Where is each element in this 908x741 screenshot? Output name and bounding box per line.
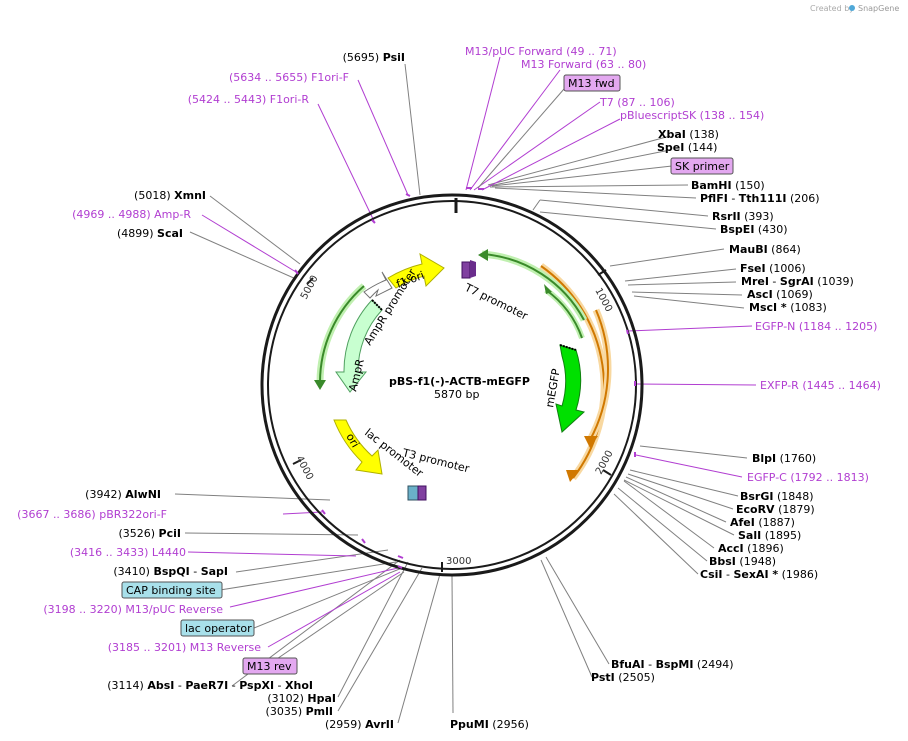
site-label-rsrii: RsrII (393) — [712, 210, 774, 223]
boxed-label-cap: CAP binding site — [121, 581, 223, 599]
t3-promoter-feature — [417, 485, 427, 501]
site-label-pblue: pBluescriptSK (138 .. 154) — [620, 109, 764, 122]
site-label-scai: (4899) ScaI — [117, 227, 183, 240]
site-label-egfpc: EGFP-C (1792 .. 1813) — [747, 471, 869, 484]
backbone-outer — [260, 193, 644, 577]
credit-prefix: Created by — [810, 4, 854, 13]
boxed-label-skprimer: SK primer — [670, 157, 734, 175]
site-label-xmni: (5018) XmnI — [134, 189, 206, 202]
site-label-hpai: (3102) HpaI — [267, 692, 336, 705]
site-label-afei: AfeI (1887) — [730, 516, 795, 529]
ori-label: ori — [343, 431, 361, 450]
ampr-start-mark — [371, 299, 383, 311]
tick-label-4000: 4000 — [293, 454, 315, 482]
site-label-ppumi: PpuMI (2956) — [450, 718, 529, 731]
svg-text:SK primer: SK primer — [675, 160, 730, 173]
site-label-bspei: BspEI (430) — [720, 223, 788, 236]
mEGFP-feature — [555, 344, 586, 433]
mEGFP-label: mEGFP — [543, 367, 563, 408]
site-label-ampr: (4969 .. 4988) Amp-R — [72, 208, 191, 221]
site-label-pmli: (3035) PmlI — [266, 705, 333, 718]
tick-label-3000: 3000 — [446, 556, 471, 567]
green-arc — [481, 253, 585, 321]
site-label-m13fwd2: M13 Forward (63 .. 80) — [521, 58, 646, 71]
ampr-promoter-feature — [363, 271, 393, 299]
site-label-egfpn: EGFP-N (1184 .. 1205) — [755, 320, 877, 333]
site-label-psii: (5695) PsiI — [343, 51, 405, 64]
site-label-bspqi: (3410) BspQI - SapI — [113, 565, 228, 578]
t7-promoter-label: T7 promoter — [462, 281, 530, 323]
green-arc-arrow — [478, 249, 488, 261]
site-label-acci: AccI (1896) — [718, 542, 784, 555]
right-site-labels: M13/pUC Forward (49 .. 71)M13 Forward (6… — [450, 45, 881, 731]
snapgene-logo-icon — [849, 5, 855, 11]
plasmid-name: pBS-f1(-)-ACTB-mEGFP — [389, 375, 530, 388]
site-label-asci: AscI (1069) — [747, 288, 813, 301]
svg-text:CAP binding site: CAP binding site — [126, 584, 216, 597]
primer-leader-lines — [187, 56, 757, 648]
site-label-msci: MscI * (1083) — [749, 301, 827, 314]
credit-brand: SnapGene — [858, 4, 899, 13]
svg-text:M13 fwd: M13 fwd — [568, 77, 615, 90]
left-site-labels: (5695) PsiI (5634 .. 5655) F1ori-F (5424 .… — [17, 51, 405, 731]
site-label-l4440: (3416 .. 3433) L4440 — [70, 546, 186, 559]
box-leader-lines — [219, 88, 673, 666]
site-label-m13pucrev: (3198 .. 3220) M13/pUC Reverse — [43, 603, 223, 616]
site-label-m13rev2: (3185 .. 3201) M13 Reverse — [108, 641, 261, 654]
mEGFP-inner-arc — [589, 309, 609, 441]
mEGFP-outer-arrow — [566, 470, 580, 482]
site-label-avrii: (2959) AvrII — [325, 718, 394, 731]
ampr-arc — [318, 285, 365, 385]
site-label-csii: CsiI - SexAI * (1986) — [700, 568, 818, 581]
boxed-label-m13rev: M13 rev — [242, 657, 298, 675]
mEGFP-outer-arc — [540, 265, 606, 479]
f1-ori-feature — [387, 253, 445, 289]
lac-promoter-feature — [407, 485, 419, 501]
boxed-label-lacop: lac operator — [180, 619, 255, 637]
site-label-pbr: (3667 .. 3686) pBR322ori-F — [17, 508, 167, 521]
site-label-mrei: MreI - SgrAI (1039) — [741, 275, 854, 288]
svg-text:M13 rev: M13 rev — [247, 660, 292, 673]
ampr-arc-arrow — [314, 380, 326, 390]
site-label-pcii: (3526) PciI — [118, 527, 181, 540]
primer-site-marks — [294, 187, 636, 569]
site-label-bsrgi: BsrGI (1848) — [740, 490, 814, 503]
green-small-arc — [545, 289, 583, 339]
green-small-arrow — [544, 284, 552, 294]
ampr-feature — [335, 299, 383, 393]
leader-lines — [174, 63, 748, 724]
site-label-m13pucfwd: M13/pUC Forward (49 .. 71) — [465, 45, 617, 58]
site-label-f1orif: (5634 .. 5655) F1ori-F — [229, 71, 349, 84]
site-label-f1orir: (5424 .. 5443) F1ori-R — [188, 93, 310, 106]
site-label-t7: T7 (87 .. 106) — [599, 96, 675, 109]
scale-ticks — [292, 269, 612, 572]
site-label-bfuai: BfuAI - BspMI (2494) — [611, 658, 734, 671]
site-label-sali: SalI (1895) — [738, 529, 801, 542]
ori-feature — [333, 419, 383, 475]
svg-text:lac operator: lac operator — [185, 622, 252, 635]
mEGFP-inner-arrow — [584, 436, 598, 448]
site-label-spei: SpeI (144) — [657, 141, 717, 154]
site-label-pflfi: PflFI - Tth111I (206) — [700, 192, 820, 205]
site-label-blpi: BlpI (1760) — [752, 452, 816, 465]
site-label-psti: PstI (2505) — [591, 671, 655, 684]
t7-promoter-feature — [461, 261, 471, 279]
site-label-bamhi: BamHI (150) — [691, 179, 765, 192]
site-label-bbsi: BbsI (1948) — [709, 555, 776, 568]
site-label-ecorv: EcoRV (1879) — [736, 503, 815, 516]
site-label-absi: (3114) AbsI - PaeR7I - PspXI - XhoI — [107, 679, 313, 692]
site-label-fsei: FseI (1006) — [740, 262, 806, 275]
site-label-maubi: MauBI (864) — [729, 243, 801, 256]
site-label-exfpr: EXFP-R (1445 .. 1464) — [760, 379, 881, 392]
site-label-alwni: (3942) AlwNI — [85, 488, 161, 501]
mEGFP-start-mark — [559, 344, 577, 351]
t7-promoter-arrow — [470, 260, 476, 278]
plasmid-size: 5870 bp — [434, 388, 479, 401]
site-label-xbai: XbaI (138) — [658, 128, 719, 141]
tick-label-2000: 2000 — [594, 449, 616, 477]
boxed-label-m13fwd: M13 fwd — [563, 74, 621, 92]
